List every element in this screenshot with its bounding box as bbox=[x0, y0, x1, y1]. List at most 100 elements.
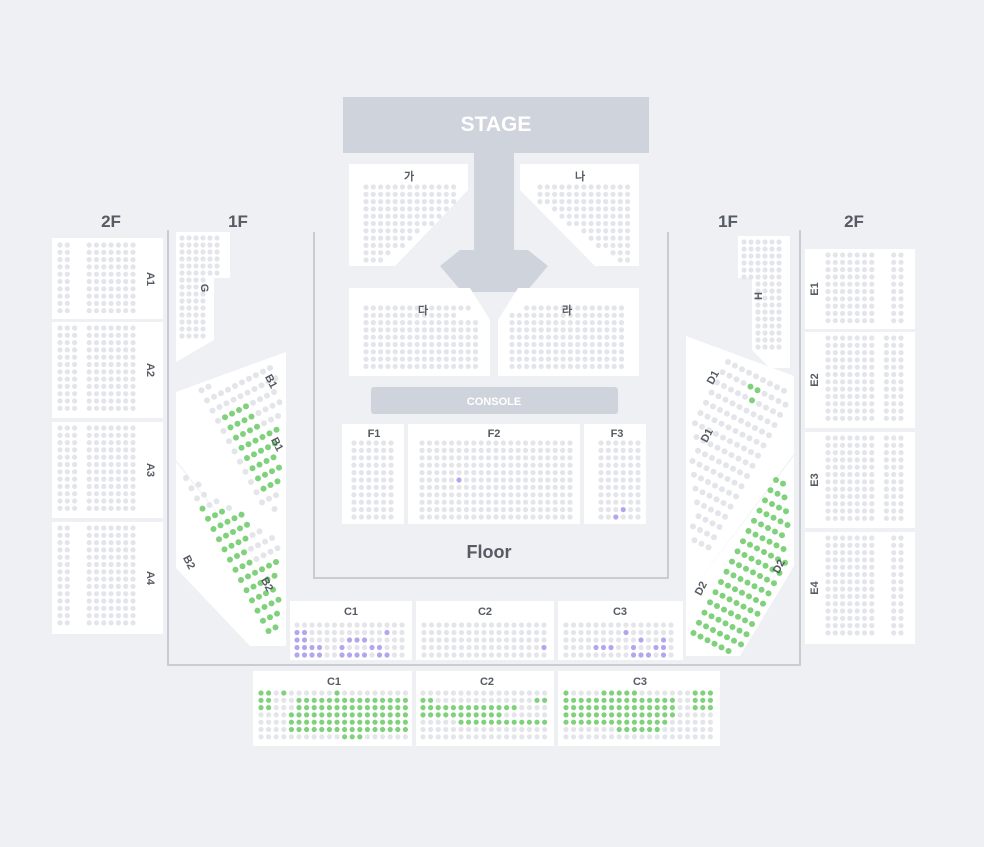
seat[interactable] bbox=[115, 425, 121, 431]
seat[interactable] bbox=[388, 492, 394, 498]
seat[interactable] bbox=[407, 363, 413, 369]
seat[interactable] bbox=[399, 363, 406, 369]
seat[interactable] bbox=[854, 379, 860, 385]
seat[interactable] bbox=[854, 335, 860, 341]
seat[interactable] bbox=[451, 622, 457, 628]
seat[interactable] bbox=[395, 705, 401, 711]
seat[interactable] bbox=[271, 389, 277, 395]
seat[interactable] bbox=[832, 493, 838, 499]
seat[interactable] bbox=[755, 323, 761, 329]
seat[interactable] bbox=[847, 379, 853, 385]
seat[interactable] bbox=[399, 220, 406, 227]
seat[interactable] bbox=[847, 288, 853, 295]
seat[interactable] bbox=[617, 250, 623, 256]
seat[interactable] bbox=[560, 356, 566, 362]
seat[interactable] bbox=[421, 320, 427, 326]
seat[interactable] bbox=[351, 499, 357, 505]
seat[interactable] bbox=[473, 644, 480, 651]
seat[interactable] bbox=[101, 613, 107, 619]
seat[interactable] bbox=[832, 464, 838, 470]
seat[interactable] bbox=[370, 305, 376, 311]
seat[interactable] bbox=[840, 379, 846, 385]
section-h[interactable]: H bbox=[738, 236, 790, 368]
seat[interactable] bbox=[575, 320, 581, 326]
seat[interactable] bbox=[101, 532, 107, 538]
seat[interactable] bbox=[473, 690, 479, 696]
seat[interactable] bbox=[604, 334, 610, 340]
seat[interactable] bbox=[567, 320, 574, 326]
seat[interactable] bbox=[593, 697, 600, 703]
seat[interactable] bbox=[840, 493, 846, 499]
seat[interactable] bbox=[108, 605, 114, 611]
seat[interactable] bbox=[370, 312, 376, 318]
seat[interactable] bbox=[861, 259, 868, 265]
seat[interactable] bbox=[588, 235, 594, 241]
seat[interactable] bbox=[450, 712, 456, 718]
seat[interactable] bbox=[358, 514, 364, 520]
seat[interactable] bbox=[258, 734, 264, 740]
seat[interactable] bbox=[123, 398, 129, 404]
seat[interactable] bbox=[384, 644, 390, 651]
seat[interactable] bbox=[898, 601, 904, 607]
seat[interactable] bbox=[214, 249, 220, 255]
seat[interactable] bbox=[545, 514, 551, 520]
seat[interactable] bbox=[123, 286, 129, 292]
seat[interactable] bbox=[64, 271, 70, 277]
seat[interactable] bbox=[854, 630, 860, 636]
seat[interactable] bbox=[101, 620, 107, 626]
seat[interactable] bbox=[434, 477, 440, 483]
seat[interactable] bbox=[115, 325, 121, 331]
seat[interactable] bbox=[86, 249, 92, 255]
seat[interactable] bbox=[115, 469, 121, 475]
seat[interactable] bbox=[57, 354, 63, 360]
seat[interactable] bbox=[774, 490, 781, 497]
seat[interactable] bbox=[57, 398, 63, 404]
seat[interactable] bbox=[294, 644, 300, 651]
seat[interactable] bbox=[115, 554, 121, 560]
seat[interactable] bbox=[195, 481, 202, 488]
seat[interactable] bbox=[64, 591, 70, 597]
seat[interactable] bbox=[708, 613, 715, 620]
seat[interactable] bbox=[451, 312, 457, 318]
seat[interactable] bbox=[725, 359, 731, 365]
seat[interactable] bbox=[610, 191, 616, 197]
seat[interactable] bbox=[245, 573, 251, 580]
seat[interactable] bbox=[93, 432, 100, 438]
seat[interactable] bbox=[500, 507, 506, 513]
seat[interactable] bbox=[891, 435, 897, 441]
seat[interactable] bbox=[57, 540, 63, 546]
seat[interactable] bbox=[603, 206, 609, 212]
seat[interactable] bbox=[746, 593, 752, 600]
seat[interactable] bbox=[376, 629, 383, 636]
seat[interactable] bbox=[216, 404, 223, 410]
seat[interactable] bbox=[575, 356, 581, 362]
seat[interactable] bbox=[537, 484, 544, 490]
seat[interactable] bbox=[769, 316, 775, 322]
seat[interactable] bbox=[72, 505, 78, 511]
seat[interactable] bbox=[754, 610, 761, 617]
seat[interactable] bbox=[840, 342, 846, 348]
seat[interactable] bbox=[388, 484, 394, 490]
seat[interactable] bbox=[326, 734, 332, 740]
seat[interactable] bbox=[86, 498, 92, 504]
seat[interactable] bbox=[776, 281, 782, 287]
seat[interactable] bbox=[179, 333, 185, 339]
seat[interactable] bbox=[224, 518, 231, 525]
seat[interactable] bbox=[488, 652, 495, 658]
seat[interactable] bbox=[588, 191, 594, 197]
seat[interactable] bbox=[776, 274, 782, 280]
seat[interactable] bbox=[486, 462, 492, 468]
seat[interactable] bbox=[458, 363, 464, 369]
seat[interactable] bbox=[349, 690, 355, 696]
seat[interactable] bbox=[504, 712, 510, 718]
seat[interactable] bbox=[662, 719, 668, 725]
seat[interactable] bbox=[560, 499, 566, 505]
seat[interactable] bbox=[86, 476, 92, 482]
seat[interactable] bbox=[869, 471, 875, 478]
seat[interactable] bbox=[93, 461, 100, 468]
seat[interactable] bbox=[376, 637, 383, 643]
seat[interactable] bbox=[378, 213, 384, 219]
seat[interactable] bbox=[463, 462, 469, 468]
seat[interactable] bbox=[635, 440, 641, 446]
seat[interactable] bbox=[238, 577, 244, 583]
